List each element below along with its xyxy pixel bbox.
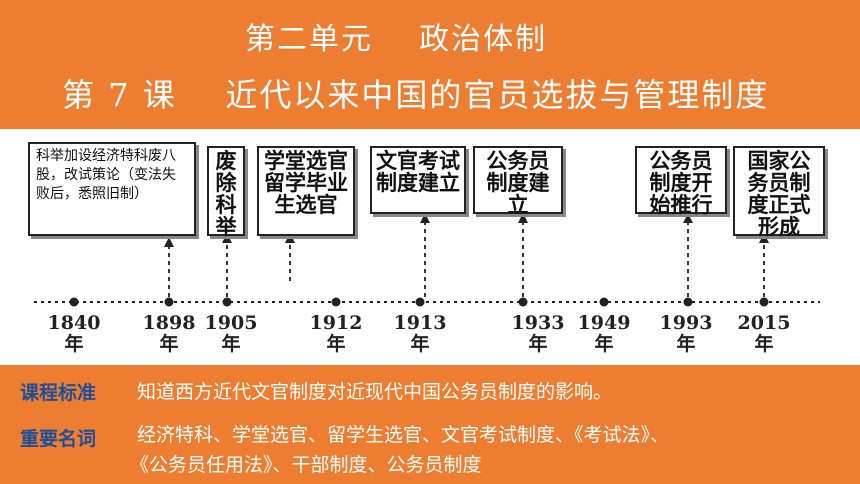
arrowhead-1912 [285, 233, 295, 243]
year-unit: 年 [410, 332, 430, 355]
year-unit: 年 [676, 332, 696, 355]
arrowhead-1905 [222, 233, 232, 243]
timeline-diagram [34, 213, 820, 307]
year-number: 1898 [142, 312, 196, 334]
year-number: 1905 [204, 312, 258, 334]
year-unit: 年 [528, 332, 548, 355]
arrowhead-1933 [518, 213, 528, 223]
event-box-1913: 文官考试制度建立 [370, 146, 466, 214]
course-standard-label: 课程标准 [20, 382, 97, 404]
arrowhead-2015 [759, 233, 769, 243]
point-1993 [683, 297, 693, 307]
year-number: 1913 [393, 312, 447, 334]
year-number: 1933 [511, 312, 565, 334]
event-box-1912: 学堂选官留学毕业生选官 [257, 146, 355, 236]
year-unit: 年 [594, 332, 614, 355]
year-unit: 年 [326, 332, 346, 355]
event-box-1905: 废除科举 [207, 146, 245, 238]
timeline-panel: 科举加设经济特科废八股，改试策论（变法失败后，悉照旧制） 废除科举 学堂选官留学… [0, 129, 860, 365]
point-1905 [222, 297, 232, 307]
event-box-1993: 公务员制度开始推行 [635, 146, 727, 216]
year-unit: 年 [64, 332, 84, 355]
lesson-title: 第 7 课 近代以来中国的官员选拔与管理制度 [62, 76, 770, 114]
year-number: 1993 [659, 312, 713, 334]
event-box-1898: 科举加设经济特科废八股，改试策论（变法失败后，悉照旧制） [28, 142, 196, 236]
year-unit: 年 [221, 332, 241, 355]
point-1949 [599, 297, 609, 307]
event-box-1933: 公务员制度建立 [473, 146, 563, 216]
point-1840 [69, 297, 79, 307]
arrow-heads [164, 213, 769, 247]
year-number: 2015 [737, 312, 791, 334]
point-1912 [331, 297, 341, 307]
event-box-2015: 国家公务员制度正式形成 [733, 146, 825, 238]
point-1933 [518, 297, 528, 307]
timeline-points [69, 297, 769, 307]
arrowhead-1898 [164, 237, 174, 247]
course-info-panel: 课程标准 知道西方近代文官制度对近现代中国公务员制度的影响。 重要名词 经济特科… [0, 365, 860, 484]
year-number: 1840 [47, 312, 101, 334]
arrowhead-1913 [420, 213, 430, 223]
key-terms-label: 重要名词 [20, 428, 97, 450]
point-1913 [415, 297, 425, 307]
course-standard-text: 知道西方近代文官制度对近现代中国公务员制度的影响。 [137, 381, 613, 403]
point-1898 [164, 297, 174, 307]
year-number: 1912 [309, 312, 363, 334]
year-unit: 年 [159, 332, 179, 355]
year-number: 1949 [577, 312, 631, 334]
title-banner: 第二单元 政治体制 第 7 课 近代以来中国的官员选拔与管理制度 [0, 0, 860, 129]
point-2015 [759, 297, 769, 307]
key-terms-line-1: 经济特科、学堂选官、留学生选官、文官考试制度、《考试法》、 [137, 424, 670, 446]
year-unit: 年 [754, 332, 774, 355]
key-terms-line-2: 《公务员任用法》、干部制度、公务员制度 [130, 454, 482, 476]
unit-title: 第二单元 政治体制 [245, 22, 548, 57]
arrowhead-1993 [683, 213, 693, 223]
event-arrows [168, 221, 765, 297]
